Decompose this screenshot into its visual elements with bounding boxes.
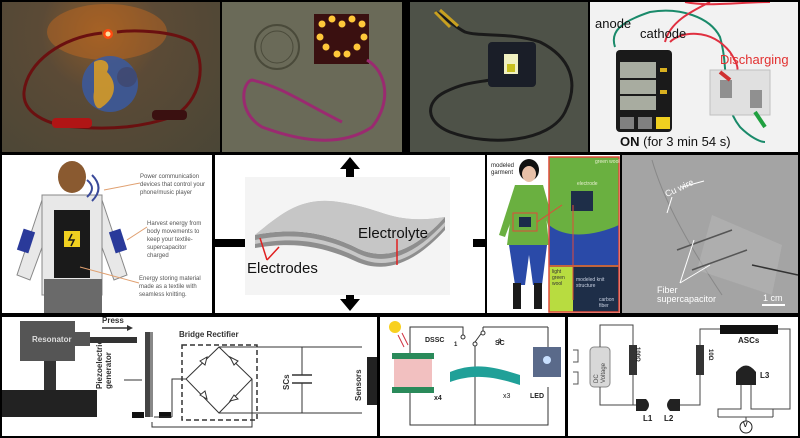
electrolyte-label: Electrolyte xyxy=(358,225,429,242)
voltmeter xyxy=(739,420,753,434)
piezo-label: Piezoelectric generator xyxy=(95,340,113,389)
arrow-down xyxy=(340,280,360,311)
jacket-illustration xyxy=(16,161,148,313)
electrodes-label: Electrodes xyxy=(247,260,318,277)
bridge-rectifier-label: Bridge Rectifier xyxy=(179,330,239,339)
piezo-label-line2: generator xyxy=(104,352,113,389)
garment-panel: modeled garment green wool electrode lig… xyxy=(487,155,620,313)
led-fabric-illustration xyxy=(22,4,202,130)
press-label: Press xyxy=(102,317,124,325)
photo-device-display xyxy=(410,2,588,152)
status-duration: (for 3 min 54 s) xyxy=(643,134,731,149)
switch-2-label: 2 xyxy=(498,339,502,345)
l1-lamp xyxy=(636,399,649,411)
switch-1-label: 1 xyxy=(454,342,458,348)
fiber-supercapacitor-panel: Cu wire Fiber supercapacitor 1 cm xyxy=(622,155,798,313)
dssc-label: DSSC xyxy=(425,337,445,344)
jacket-panel: Power communication devices that control… xyxy=(2,155,212,313)
piezo-label-line1: Piezoelectric xyxy=(95,340,104,389)
arrow-panel-left xyxy=(212,155,214,313)
ascs-label: ASCs xyxy=(738,336,760,345)
l3-lamp xyxy=(736,365,756,385)
sc-label: SC xyxy=(495,340,505,347)
dssc-panel: DSSC SC LED x4 x3 1 2 xyxy=(380,317,565,436)
center-schematic-panel: Electrolyte Electrodes xyxy=(215,155,485,313)
arrow-left xyxy=(215,239,245,247)
callout-harvest: Harvest energy from body movements to ke… xyxy=(147,221,202,259)
dc-voltage-label: DC Voltage xyxy=(594,363,608,383)
discharging-label: Discharging xyxy=(720,52,789,67)
knit-structure-label: modeled knit structure xyxy=(576,277,605,289)
green-wool-label: green wool xyxy=(595,159,620,165)
v-label: V xyxy=(743,422,748,429)
direction-arrows xyxy=(215,157,485,311)
heart-led-illustration xyxy=(242,14,387,142)
photo-discharging-test: anode cathode Discharging ON (for 3 min … xyxy=(590,2,798,152)
anode-label: anode xyxy=(595,16,632,31)
sensors-label: Sensors xyxy=(354,369,363,401)
piezo-circuit-panel: Resonator Press Bridge Rectifier Piezoel… xyxy=(2,317,377,436)
x3-label: x3 xyxy=(503,393,511,400)
photo-led-fabric xyxy=(2,2,220,152)
electrode-arrows xyxy=(259,237,398,265)
voltage-label: Voltage xyxy=(601,362,607,383)
resonator-label: Resonator xyxy=(32,335,72,344)
photo-heart-led xyxy=(222,2,402,152)
flexible-supercapacitor-diagram xyxy=(215,157,485,311)
status-on: ON xyxy=(620,134,640,149)
fiber-supercapacitor-photo xyxy=(651,159,798,306)
dssc-circuit-diagram xyxy=(389,321,561,426)
l2-lamp xyxy=(667,399,680,411)
status-caption: ON (for 3 min 54 s) xyxy=(620,134,731,149)
scs-label: SCs xyxy=(282,374,291,390)
carbon-fiber-label: carbon fiber xyxy=(599,297,615,309)
r2-label: 10Ω xyxy=(707,349,713,361)
callout-storage: Energy storing material made as a textil… xyxy=(139,276,201,298)
modeled-garment-label: modeled garment xyxy=(491,163,515,176)
arrow-right xyxy=(473,239,485,247)
led-label: LED xyxy=(530,393,544,400)
dc-label: DC xyxy=(594,374,600,383)
l2-label: L2 xyxy=(664,414,674,423)
ascs-circuit-diagram xyxy=(573,324,791,434)
cathode-label: cathode xyxy=(640,26,687,41)
r1-label: 100Ω xyxy=(634,347,640,362)
x4-label: x4 xyxy=(434,395,442,402)
modeled-garment-illustration xyxy=(499,156,620,313)
fiber-label: Fiber xyxy=(657,285,678,295)
l3-label: L3 xyxy=(760,371,770,380)
l1-label: L1 xyxy=(643,414,653,423)
scale-label: 1 cm xyxy=(763,293,783,303)
supercapacitor-label: supercapacitor xyxy=(657,294,717,304)
ascs-device xyxy=(720,325,778,334)
discharging-test-illustration xyxy=(612,2,771,143)
device-illustration xyxy=(429,8,574,142)
electrode-label: electrode xyxy=(577,181,598,187)
arrow-up xyxy=(340,157,360,190)
ascs-panel: DC Voltage 100Ω 10Ω ASCs L1 L2 L3 V xyxy=(568,317,798,436)
piezo-circuit-diagram xyxy=(2,321,377,428)
callout-power: Power communication devices that control… xyxy=(140,174,206,196)
sun-icon xyxy=(389,321,401,333)
light-green-wool-label: light green wool xyxy=(552,269,565,287)
